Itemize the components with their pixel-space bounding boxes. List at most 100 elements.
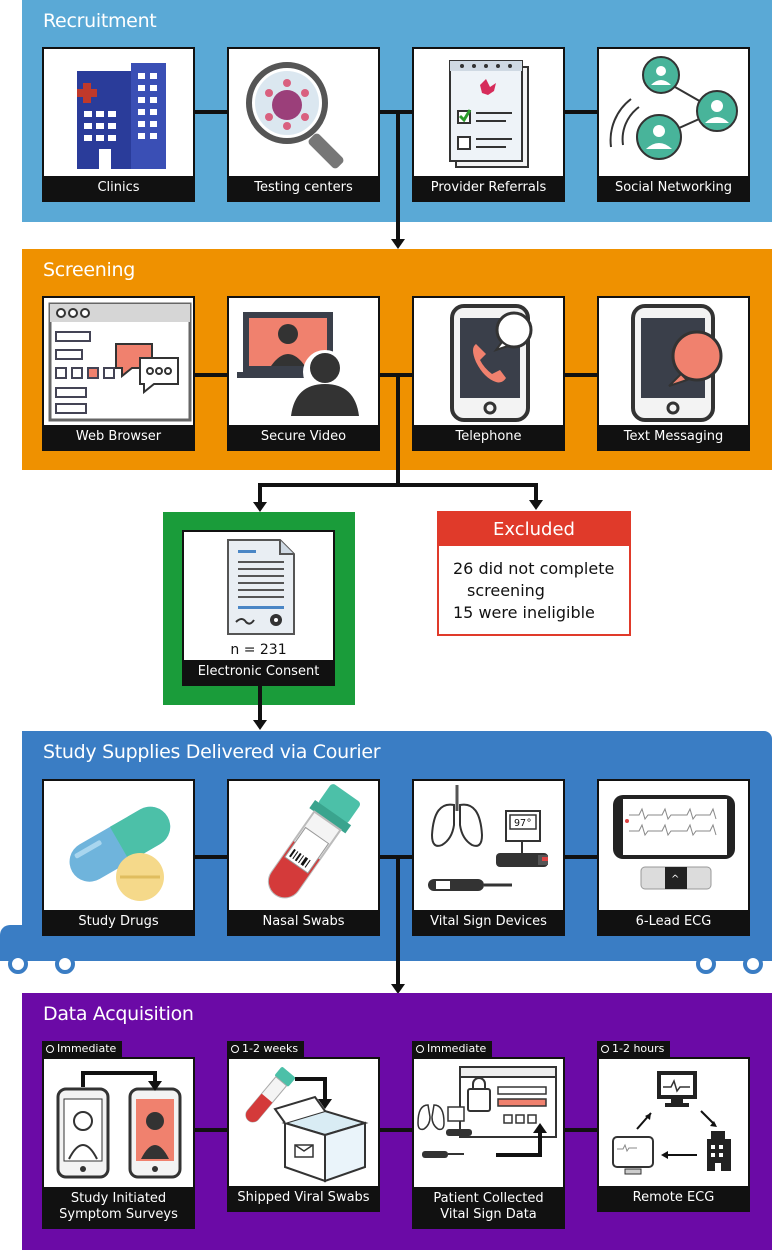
excluded-reason-2: 15 were ineligible bbox=[453, 603, 595, 622]
timing-badge-label: 1-2 weeks bbox=[242, 1042, 299, 1055]
video-call-icon bbox=[229, 298, 378, 426]
ecg-transmission-icon bbox=[599, 1059, 748, 1187]
network-people-icon bbox=[599, 49, 748, 177]
timing-badge: 1-2 weeks bbox=[227, 1041, 305, 1057]
card-label: Nasal Swabs bbox=[229, 910, 378, 934]
card-secure-video: Secure Video bbox=[227, 296, 380, 451]
flow-arrow-line bbox=[258, 686, 262, 722]
text-message-icon bbox=[599, 298, 748, 426]
flow-arrowhead bbox=[529, 500, 543, 510]
flow-arrowhead bbox=[253, 720, 267, 730]
recruitment-connector bbox=[190, 110, 610, 114]
card-label: Study Drugs bbox=[44, 910, 193, 934]
card-label: Clinics bbox=[44, 176, 193, 200]
card-label-line-2: Vital Sign Data bbox=[440, 1207, 537, 1222]
phone-to-phone-icon bbox=[44, 1059, 193, 1187]
excluded-reason-1-cont: screening bbox=[467, 581, 545, 600]
card-label-line-1: Study Initiated bbox=[70, 1191, 167, 1206]
recruitment-title: Recruitment bbox=[43, 10, 157, 32]
data-acquisition-connector bbox=[190, 1128, 610, 1132]
ecg-device-icon: ^ bbox=[599, 781, 748, 911]
swab-box-icon bbox=[229, 1059, 378, 1187]
card-testing-centers: Testing centers bbox=[227, 47, 380, 202]
phone-call-icon bbox=[414, 298, 563, 426]
flow-arrowhead bbox=[253, 502, 267, 512]
card-text-messaging: Text Messaging bbox=[597, 296, 750, 451]
card-label: Vital Sign Devices bbox=[414, 910, 563, 934]
magnifier-virus-icon bbox=[229, 49, 378, 177]
card-social-networking: Social Networking bbox=[597, 47, 750, 202]
clipboard-icon bbox=[414, 49, 563, 177]
card-label-line-1: Patient Collected bbox=[433, 1191, 544, 1206]
card-label: Text Messaging bbox=[599, 425, 748, 449]
card-label: Telephone bbox=[414, 425, 563, 449]
flow-arrowhead bbox=[391, 984, 405, 994]
card-telephone: Telephone bbox=[412, 296, 565, 451]
card-label: Testing centers bbox=[229, 176, 378, 200]
card-label: Electronic Consent bbox=[184, 660, 333, 684]
timing-badge-label: 1-2 hours bbox=[612, 1042, 665, 1055]
flow-arrow-line bbox=[258, 483, 262, 503]
screening-connector bbox=[190, 373, 610, 377]
card-6-lead-ecg: ^ 6-Lead ECG bbox=[597, 779, 750, 936]
browser-window-icon bbox=[44, 298, 193, 426]
card-label: Study Initiated Symptom Surveys bbox=[44, 1187, 193, 1227]
clock-icon bbox=[601, 1045, 609, 1053]
pills-icon bbox=[44, 781, 193, 911]
card-label-line-2: Symptom Surveys bbox=[59, 1207, 178, 1222]
card-study-drugs: Study Drugs bbox=[42, 779, 195, 936]
timing-badge-label: Immediate bbox=[57, 1042, 117, 1055]
screening-title: Screening bbox=[43, 259, 136, 281]
truck-wheel bbox=[8, 954, 28, 974]
truck-wheel bbox=[696, 954, 716, 974]
card-label: Patient Collected Vital Sign Data bbox=[414, 1187, 563, 1227]
card-label: 6-Lead ECG bbox=[599, 910, 748, 934]
clock-icon bbox=[416, 1045, 424, 1053]
truck-wheel bbox=[55, 954, 75, 974]
flow-arrow-line bbox=[396, 855, 400, 985]
secure-data-icon bbox=[414, 1059, 563, 1187]
flow-split-line bbox=[258, 483, 538, 487]
document-certificate-icon bbox=[184, 532, 333, 640]
card-label: Provider Referrals bbox=[414, 176, 563, 200]
card-label: Remote ECG bbox=[599, 1186, 748, 1210]
timing-badge: Immediate bbox=[42, 1041, 123, 1057]
timing-badge: 1-2 hours bbox=[597, 1041, 671, 1057]
excluded-box: Excluded 26 did not complete screening 1… bbox=[437, 511, 631, 636]
truck-cab bbox=[0, 925, 22, 961]
truck-wheel bbox=[743, 954, 763, 974]
card-label: Social Networking bbox=[599, 176, 748, 200]
supplies-title: Study Supplies Delivered via Courier bbox=[43, 741, 381, 763]
flow-arrowhead bbox=[391, 239, 405, 249]
clock-icon bbox=[231, 1045, 239, 1053]
card-label: Web Browser bbox=[44, 425, 193, 449]
card-remote-ecg: Remote ECG bbox=[597, 1057, 750, 1212]
card-shipped-swabs: Shipped Viral Swabs bbox=[227, 1057, 380, 1212]
consent-count: n = 231 bbox=[230, 642, 287, 658]
svg-text:97°: 97° bbox=[514, 818, 532, 829]
excluded-reason-1: 26 did not complete bbox=[453, 559, 615, 578]
card-web-browser: Web Browser bbox=[42, 296, 195, 451]
card-provider-referrals: Provider Referrals bbox=[412, 47, 565, 202]
flow-arrow-line bbox=[534, 483, 538, 501]
flow-arrow-line bbox=[396, 110, 400, 240]
card-label: Shipped Viral Swabs bbox=[229, 1186, 378, 1210]
card-electronic-consent: n = 231 Electronic Consent bbox=[182, 530, 335, 686]
card-label: Secure Video bbox=[229, 425, 378, 449]
flow-arrow-line bbox=[396, 373, 400, 487]
clock-icon bbox=[46, 1045, 54, 1053]
card-vital-sign-data: Patient Collected Vital Sign Data bbox=[412, 1057, 565, 1229]
supplies-connector bbox=[190, 855, 610, 859]
card-vital-sign-devices: 97° Vital Sign Devices bbox=[412, 779, 565, 936]
timing-badge-label: Immediate bbox=[427, 1042, 487, 1055]
hospital-icon bbox=[44, 49, 193, 177]
card-nasal-swabs: Nasal Swabs bbox=[227, 779, 380, 936]
data-acquisition-title: Data Acquisition bbox=[43, 1003, 194, 1025]
excluded-title: Excluded bbox=[439, 513, 629, 546]
svg-text:^: ^ bbox=[671, 874, 679, 885]
card-clinics: Clinics bbox=[42, 47, 195, 202]
timing-badge: Immediate bbox=[412, 1041, 493, 1057]
card-symptom-surveys: Study Initiated Symptom Surveys bbox=[42, 1057, 195, 1229]
vital-devices-icon: 97° bbox=[414, 781, 563, 911]
test-tube-icon bbox=[229, 781, 378, 911]
